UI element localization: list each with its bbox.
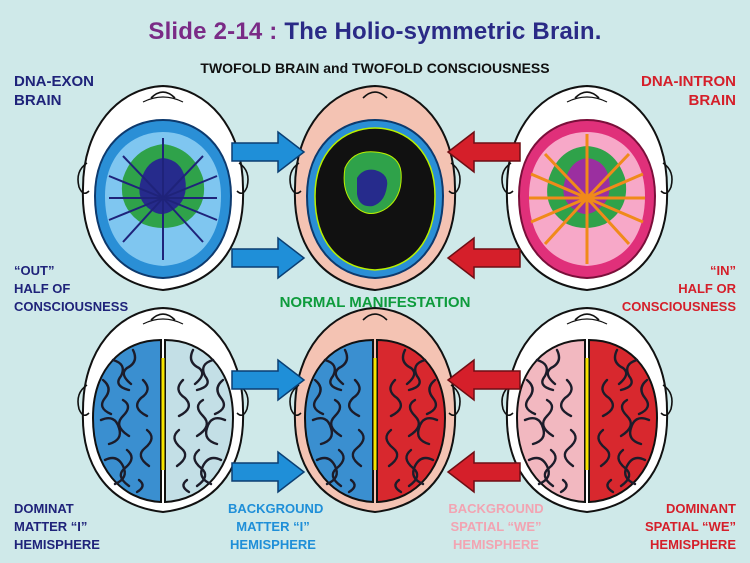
background-we-label: BACKGROUND SPATIAL “WE” HEMISPHERE — [436, 500, 556, 554]
slide-title: The Holio-symmetric Brain. — [284, 18, 602, 45]
label-line: BACKGROUND — [448, 501, 544, 516]
label-line: BRAIN — [688, 92, 737, 109]
label-line: CONSCIOUSNESS — [621, 299, 736, 314]
hemisphere-brain-icon — [77, 307, 249, 513]
label-line: DOMINANT — [665, 501, 736, 516]
label-line: HEMISPHERE — [14, 537, 100, 552]
label-line: “OUT” — [14, 263, 55, 278]
arrow-left-icon — [447, 451, 521, 493]
title-separator: : — [262, 18, 285, 45]
dominant-we-label: DOMINANT SPATIAL “WE” HEMISPHERE — [645, 500, 736, 554]
page-title: Slide 2-14 : The Holio-symmetric Brain. — [0, 18, 750, 46]
normal-manifestation-label: NORMAL MANIFESTATION — [279, 294, 471, 311]
label-line: CONSCIOUSNESS — [14, 299, 129, 314]
label-line: SPATIAL “WE” — [450, 519, 542, 534]
arrow-right-icon — [231, 451, 305, 493]
dna-exon-label: DNA-EXON BRAIN — [14, 72, 94, 110]
label-line: HEMISPHERE — [230, 537, 316, 552]
dna-intron-label: DNA-INTRON BRAIN — [641, 72, 736, 110]
in-half-label: “IN” HALF OR CONSCIOUSNESS — [622, 262, 736, 316]
label-line: MATTER “I” — [236, 519, 310, 534]
label-line: DOMINAT — [14, 501, 74, 516]
out-half-label: “OUT” HALF OF CONSCIOUSNESS — [14, 262, 128, 316]
label-line: MATTER “I” — [14, 519, 88, 534]
hemisphere-brain-icon — [501, 307, 673, 513]
subtitle: TWOFOLD BRAIN and TWOFOLD CONSCIOUSNESS — [200, 60, 550, 76]
label-line: DNA-EXON — [14, 73, 95, 90]
label-line: BRAIN — [14, 92, 62, 109]
dominat-i-label: DOMINAT MATTER “I” HEMISPHERE — [14, 500, 100, 554]
label-line: HALF OR — [678, 281, 736, 296]
label-line: BACKGROUND — [228, 501, 324, 516]
label-line: HEMISPHERE — [453, 537, 539, 552]
label-line: DNA-INTRON — [641, 73, 736, 90]
label-line: SPATIAL “WE” — [645, 519, 736, 534]
brain-normal-icon — [289, 85, 461, 291]
slide-number: Slide 2-14 — [148, 18, 263, 45]
brain-intron-icon — [501, 85, 673, 291]
label-line: HEMISPHERE — [650, 537, 736, 552]
arrow-right-icon — [231, 237, 305, 279]
label-line: “IN” — [710, 263, 736, 278]
brain-exon-icon — [77, 85, 249, 291]
label-line: HALF OF — [14, 281, 71, 296]
hemisphere-brain-icon — [289, 307, 461, 513]
background-i-label: BACKGROUND MATTER “I” HEMISPHERE — [228, 500, 324, 554]
arrow-left-icon — [447, 237, 521, 279]
